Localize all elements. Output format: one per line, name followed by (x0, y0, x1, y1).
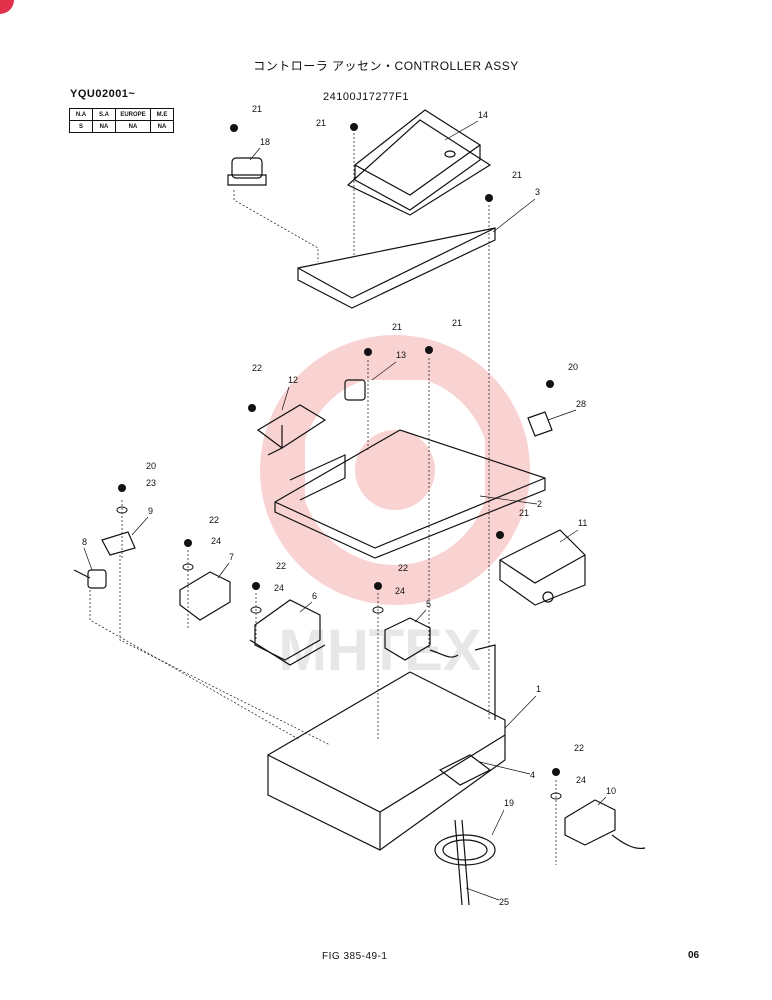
assembly-number: 24100J17277F1 (323, 91, 410, 103)
watermark-logo: МНТЕХ (260, 335, 530, 683)
serial-range: YQU02001~ (70, 88, 136, 100)
callout-label: 21 (512, 170, 522, 180)
callout-label: 22 (398, 563, 408, 573)
callout-label: 5 (426, 599, 431, 609)
callout-label: 14 (478, 110, 488, 120)
availability-table: N.A S.A EUROPE M.E S NA NA NA (69, 108, 174, 133)
callout-label: 13 (396, 350, 406, 360)
callout-label: 24 (274, 583, 284, 593)
callout-label: 21 (316, 118, 326, 128)
callout-label: 18 (260, 137, 270, 147)
callout-label: 22 (276, 561, 286, 571)
callout-label: 2 (537, 499, 542, 509)
page-title: コントローラ アッセン・CONTROLLER ASSY (253, 59, 519, 73)
callout-label: 22 (252, 363, 262, 373)
callout-label: 25 (499, 897, 509, 907)
callout-label: 21 (519, 508, 529, 518)
watermark-text: МНТЕХ (279, 618, 482, 683)
callout-label: 28 (576, 399, 586, 409)
callout-label: 12 (288, 375, 298, 385)
callout-label: 11 (578, 518, 587, 528)
callout-label: 8 (82, 537, 87, 547)
callout-label: 21 (392, 322, 402, 332)
callout-label: 10 (606, 786, 616, 796)
availability-value: NA (150, 120, 174, 133)
callout-label: 9 (148, 506, 153, 516)
callout-label: 4 (530, 770, 535, 780)
callout-label: 24 (576, 775, 586, 785)
availability-value: NA (92, 120, 116, 133)
page-code: 06 (688, 950, 700, 961)
callout-label: 1 (536, 684, 541, 694)
callout-label: 20 (146, 461, 156, 471)
callout-label: 24 (395, 586, 405, 596)
callout-labels: 21 21 14 18 21 3 21 21 13 22 12 20 28 2 … (82, 104, 616, 907)
callout-label: 7 (229, 552, 234, 562)
callout-label: 20 (568, 362, 578, 372)
callout-label: 22 (209, 515, 219, 525)
callout-label: 24 (211, 536, 221, 546)
callout-label: 23 (146, 478, 156, 488)
callout-label: 6 (312, 591, 317, 601)
callout-label: 22 (574, 743, 584, 753)
figure-reference: FIG 385-49-1 (322, 951, 388, 962)
callout-label: 21 (252, 104, 262, 114)
callout-label: 21 (452, 318, 462, 328)
callout-label: 19 (504, 798, 514, 808)
callout-label: 3 (535, 187, 540, 197)
availability-value-row: S NA NA NA (69, 120, 174, 133)
